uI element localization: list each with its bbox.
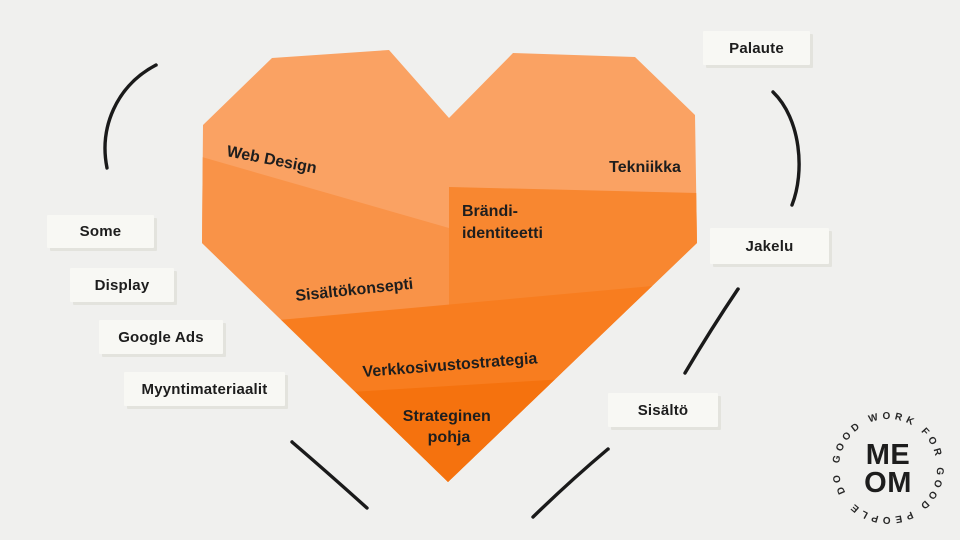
meom-logo-om: OM (864, 467, 912, 499)
arrow-bottom-left (290, 440, 369, 510)
label-jakelu: Jakelu (710, 228, 829, 264)
arrow-bottom-right (531, 447, 610, 519)
heart-label-tekniikka: Tekniikka (609, 159, 681, 176)
meom-logo: DO GOOD WORK FOR GOOD PEOPLE ME OM (831, 411, 942, 525)
label-palaute: Palaute (703, 31, 810, 65)
label-google-ads: Google Ads (99, 320, 223, 354)
arrow-top-left (103, 65, 158, 170)
meom-logo-me: ME (866, 439, 911, 471)
label-sisalto: Sisältö (608, 393, 718, 427)
arrow-top-right (771, 90, 801, 207)
heart-label-brandi-identiteetti: Brändi- identiteetti (462, 203, 543, 242)
arrow-right-middle (683, 287, 740, 375)
label-myyntimateriaalit: Myyntimateriaalit (124, 372, 285, 406)
label-some: Some (47, 215, 154, 248)
heart-label-strateginen-pohja: Strateginen pohja (403, 408, 495, 446)
label-display: Display (70, 268, 174, 302)
heart-shape: Web Design Tekniikka Brändi- identiteett… (202, 50, 697, 482)
flow-arrows (103, 65, 801, 519)
